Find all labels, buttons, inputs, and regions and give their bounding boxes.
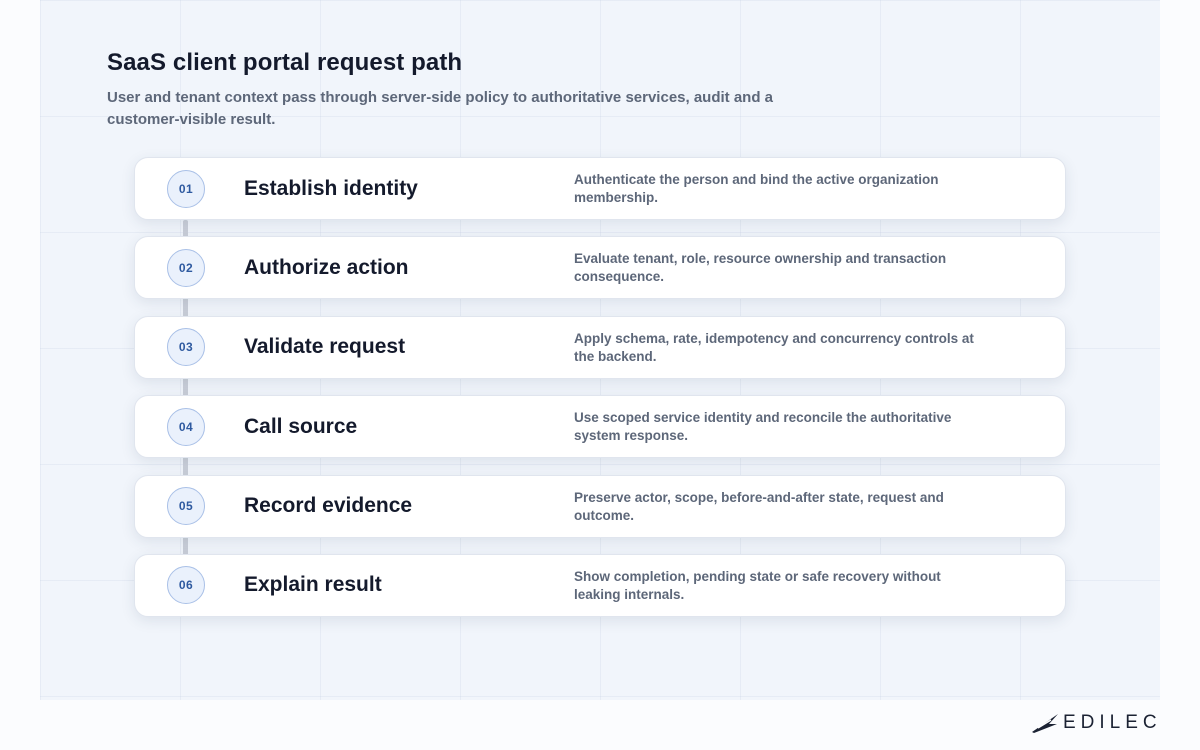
step-number-badge: 01 — [167, 169, 205, 208]
step-title: Call source — [244, 414, 358, 438]
step-card: 02 Authorize action Evaluate tenant, rol… — [134, 236, 1066, 300]
step-number-badge: 02 — [167, 248, 205, 287]
step-description: Evaluate tenant, role, resource ownershi… — [574, 251, 947, 285]
step-number-badge: 04 — [167, 407, 205, 446]
step-description: Use scoped service identity and reconcil… — [574, 410, 952, 444]
step-title: Authorize action — [244, 255, 409, 279]
step-number-badge: 03 — [167, 328, 205, 367]
step-title: Validate request — [244, 335, 406, 359]
step-number-badge: 06 — [167, 566, 205, 605]
step-description: Authenticate the person and bind the act… — [574, 172, 939, 205]
step-description: Show completion, pending state or safe r… — [574, 568, 941, 602]
edilec-logo-icon — [1032, 714, 1058, 733]
step-card: 03 Validate request Apply schema, rate, … — [134, 315, 1066, 379]
step-description: Apply schema, rate, idempotency and conc… — [574, 330, 974, 364]
step-connector-line — [183, 220, 188, 556]
page-subtitle: User and tenant context pass through ser… — [107, 89, 774, 128]
step-card: 05 Record evidence Preserve actor, scope… — [134, 474, 1066, 538]
step-title: Establish identity — [244, 176, 418, 200]
step-description: Preserve actor, scope, before-and-after … — [574, 489, 944, 523]
step-card: 04 Call source Use scoped service identi… — [134, 395, 1066, 459]
brand-logo: EDILEC — [1031, 710, 1162, 736]
step-number-badge: 05 — [167, 487, 205, 526]
page-title: SaaS client portal request path — [107, 49, 463, 76]
step-title: Record evidence — [244, 494, 413, 518]
step-card: 06 Explain result Show completion, pendi… — [134, 553, 1066, 617]
brand-name: EDILEC — [1063, 712, 1162, 733]
step-list: 01 Establish identity Authenticate the p… — [134, 157, 1066, 633]
step-title: Explain result — [244, 573, 382, 597]
step-card: 01 Establish identity Authenticate the p… — [134, 157, 1066, 220]
